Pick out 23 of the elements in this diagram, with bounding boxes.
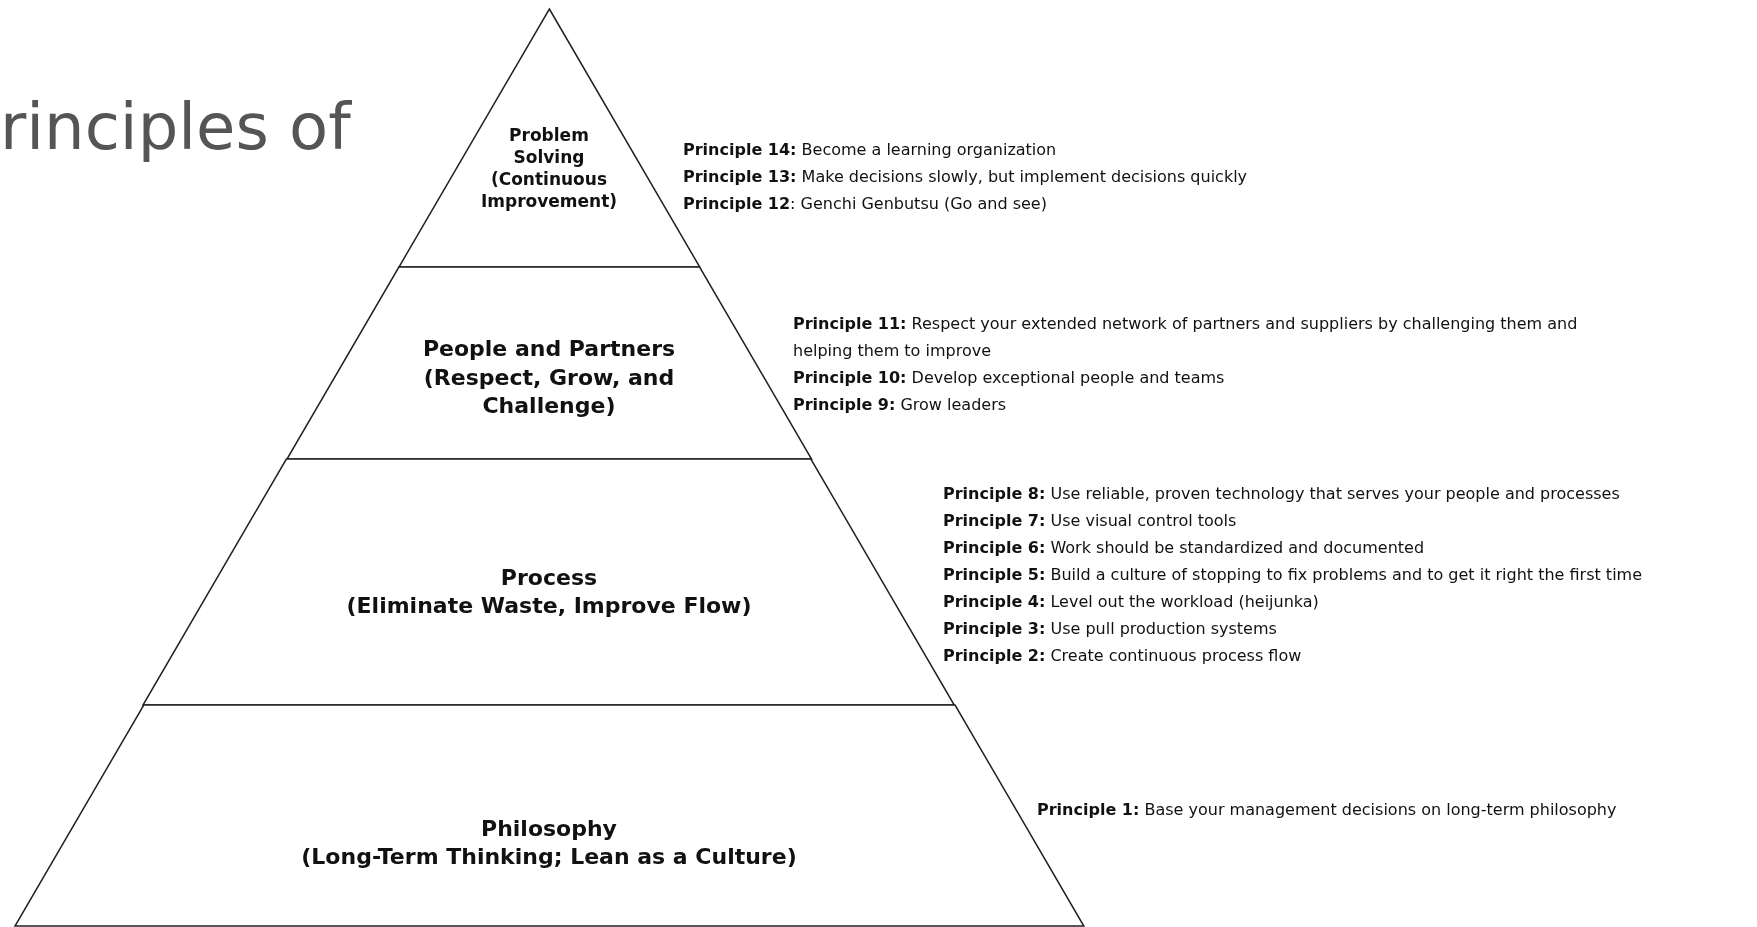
principle-text: Principle 2: Create continuous process flow: [943, 645, 1303, 667]
principle-text: Principle 6: Work should be standardized and documented: [943, 537, 1426, 559]
principle-text: Principle 5: Build a culture of stopping to fix problems and to get it right the first time: [943, 564, 1642, 586]
heading-fragment: rinciples of: [0, 90, 351, 164]
principle-text: Principle 13: Make decisions slowly, but implement decisions quickly: [683, 166, 1248, 188]
principle-text: Principle 11: Respect your extended network of partners and suppliers by challenging them and helping them to improve: [793, 313, 1579, 362]
principle-text: Principle 12: Genchi Genbutsu (Go and see): [683, 193, 1048, 215]
principle-text: Principle 1: Base your management decisions on long-term philosophy: [1037, 799, 1617, 821]
principle-text: Principle 7: Use visual control tools: [943, 510, 1238, 532]
principle-text: Principle 3: Use pull production systems: [943, 618, 1278, 640]
level-subtitle: (Continuous Improvement): [479, 168, 619, 213]
level-title: Process: [500, 563, 598, 592]
principle-text: Principle 9: Grow leaders: [793, 394, 1008, 416]
level-subtitle: (Respect, Grow, and Challenge): [422, 363, 676, 421]
level-title: Problem Solving: [508, 124, 590, 169]
principle-text: Principle 10: Develop exceptional people and teams: [793, 367, 1226, 389]
principle-text: Principle 14: Become a learning organization: [683, 139, 1058, 161]
level-subtitle: (Long-Term Thinking; Lean as a Culture): [301, 843, 797, 872]
level-title: People and Partners: [422, 335, 676, 363]
level-title: Philosophy: [481, 814, 617, 843]
level-subtitle: (Eliminate Waste, Improve Flow): [346, 592, 752, 621]
principle-text: Principle 8: Use reliable, proven technology that serves your people and processes: [943, 483, 1621, 505]
principle-text: Principle 4: Level out the workload (heijunka): [943, 591, 1320, 613]
